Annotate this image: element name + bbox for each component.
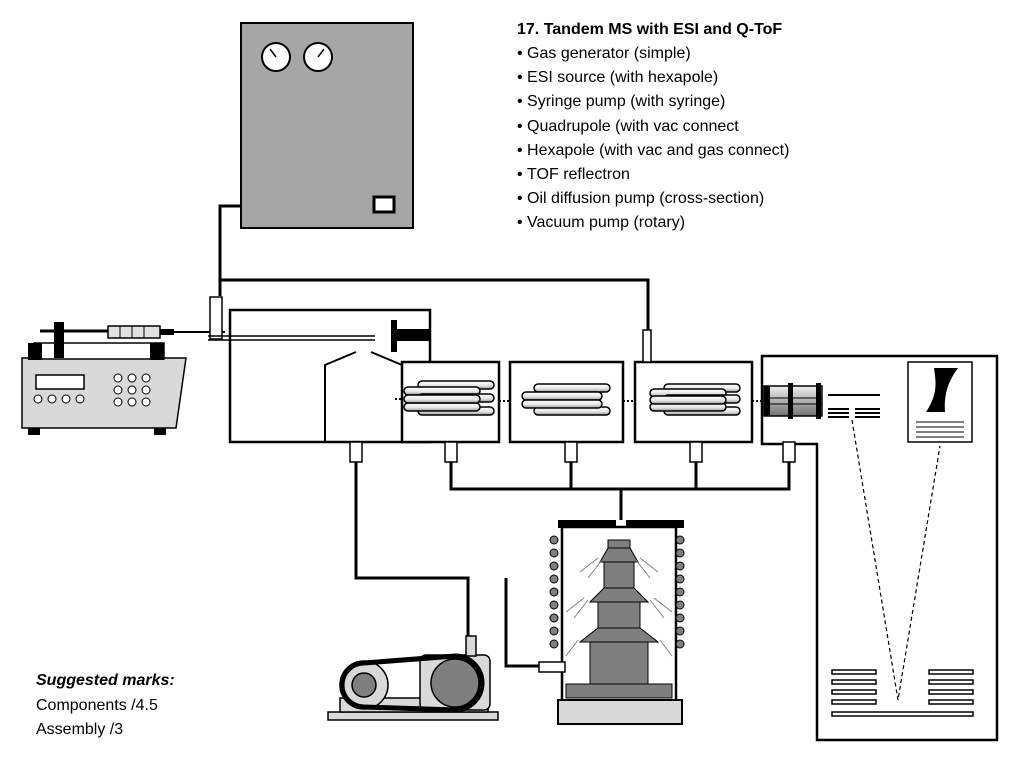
hexapole-chamber-2	[633, 329, 754, 444]
hexapole-chamber-1	[400, 360, 501, 444]
marks-heading: Suggested marks:	[36, 672, 175, 689]
gas-generator	[240, 22, 414, 229]
syringe-pump	[21, 322, 225, 435]
ion-flight-path	[851, 419, 941, 701]
esi-source	[208, 296, 432, 444]
pressure-gauge-icon	[261, 42, 291, 72]
list-item: TOF reflectron	[517, 163, 857, 187]
syringe-icon	[40, 325, 225, 339]
heater-plate	[557, 699, 683, 725]
counter-electrode	[391, 320, 397, 352]
list-item: ESI source (with hexapole)	[517, 66, 857, 90]
reflectron-grids	[831, 669, 974, 717]
hexapole-rods	[649, 383, 741, 416]
vapor-jets	[565, 557, 673, 657]
list-item: Syringe pump (with syringe)	[517, 90, 857, 114]
pressure-gauge-icon	[303, 42, 333, 72]
oil-reservoir	[565, 683, 673, 699]
pump-lcd	[35, 374, 85, 390]
detector	[907, 361, 973, 443]
component-caption: 17. Tandem MS with ESI and Q-ToF Gas gen…	[517, 18, 857, 236]
pusher-plates	[828, 394, 880, 418]
quadrupole-rods	[521, 383, 611, 416]
ion-lens-stack	[763, 383, 823, 419]
list-item: Quadrupole (with vac connect	[517, 115, 857, 139]
vacuum-port	[349, 441, 796, 463]
oil-diffusion-pump	[538, 520, 685, 725]
esi-capillary	[209, 296, 223, 340]
motor-pulley	[339, 660, 389, 710]
list-item: Hexapole (with vac and gas connect)	[517, 139, 857, 163]
list-item: Vacuum pump (rotary)	[517, 211, 857, 235]
component-list: Gas generator (simple) ESI source (with …	[517, 42, 857, 236]
jet-stack	[578, 539, 660, 685]
caption-title: 17. Tandem MS with ESI and Q-ToF	[517, 21, 783, 38]
hexapole-rods	[403, 380, 495, 416]
heater-coil	[549, 535, 685, 649]
marks-assembly: Assembly /3	[36, 721, 124, 738]
tof-reflectron	[760, 354, 999, 742]
suggested-marks: Suggested marks: Components /4.5 Assembl…	[36, 669, 175, 743]
gas-lines	[218, 204, 650, 330]
pump-pulley	[430, 658, 480, 708]
drive-belt	[339, 653, 485, 713]
rotary-vacuum-pump	[327, 635, 499, 721]
list-item: Gas generator (simple)	[517, 42, 857, 66]
keypad	[33, 373, 151, 407]
list-item: Oil diffusion pump (cross-section)	[517, 187, 857, 211]
quadrupole-chamber	[508, 360, 625, 444]
marks-components: Components /4.5	[36, 696, 158, 714]
display-window	[372, 195, 396, 214]
